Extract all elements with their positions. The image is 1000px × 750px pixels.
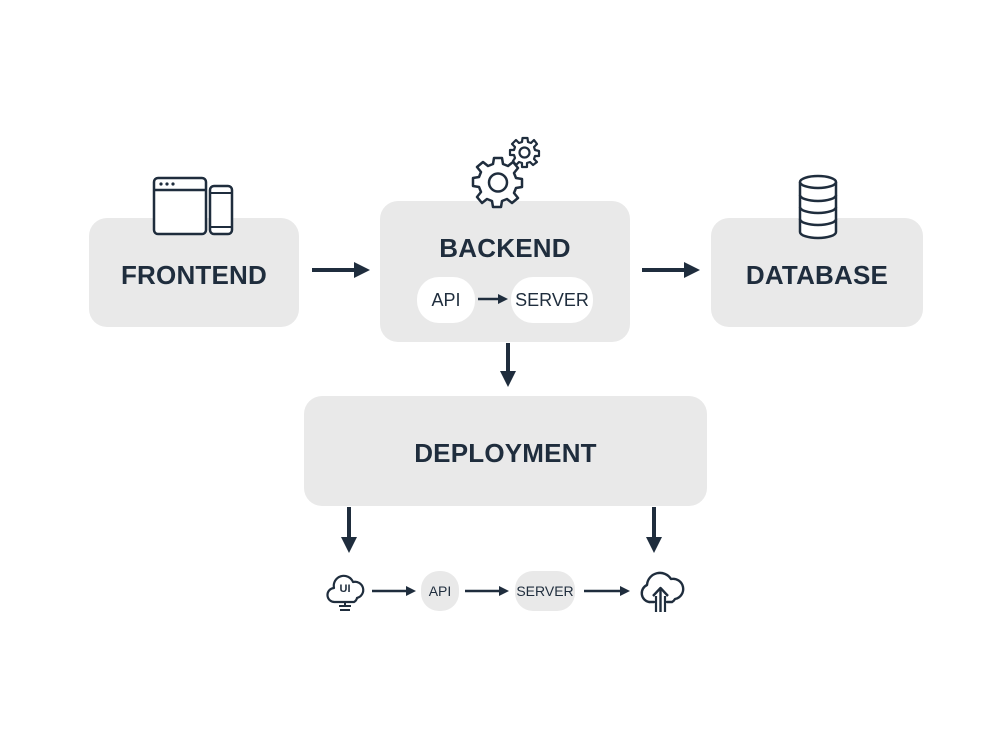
backend-api-pill: API — [417, 277, 475, 323]
arrow-deployment-to-ui — [341, 507, 357, 553]
database-label: DATABASE — [745, 260, 889, 290]
deployment-label: DEPLOYMENT — [414, 438, 597, 468]
cloud-upload-icon — [640, 571, 685, 612]
ui-cloud-icon: UI — [326, 570, 365, 614]
frontend-box: FRONTEND — [89, 218, 299, 327]
backend-server-pill: SERVER — [511, 277, 593, 323]
pipeline-server-pill: SERVER — [515, 571, 575, 611]
pipeline-api-pill: API — [421, 571, 459, 611]
arrow-deployment-to-cloud — [646, 507, 662, 553]
gears-icon — [471, 136, 541, 209]
arrow-ui-to-api — [372, 586, 416, 596]
arrow-api-to-server — [478, 294, 508, 304]
ui-icon-label: UI — [339, 583, 351, 595]
arrow-frontend-to-backend — [312, 262, 370, 278]
arrow-server-to-cloud — [584, 586, 630, 596]
frontend-label: FRONTEND — [120, 260, 268, 290]
cloud-outline-icon — [326, 574, 365, 611]
arrow-api-to-server-pipeline — [465, 586, 509, 596]
backend-label: BACKEND — [439, 233, 571, 263]
arrow-backend-to-deployment — [500, 343, 516, 387]
database-icon — [798, 174, 838, 240]
backend-box: BACKEND API SERVER — [380, 201, 630, 342]
arrow-backend-to-database — [642, 262, 700, 278]
browser-and-phone-icon — [152, 176, 234, 236]
deployment-box: DEPLOYMENT — [304, 396, 707, 506]
